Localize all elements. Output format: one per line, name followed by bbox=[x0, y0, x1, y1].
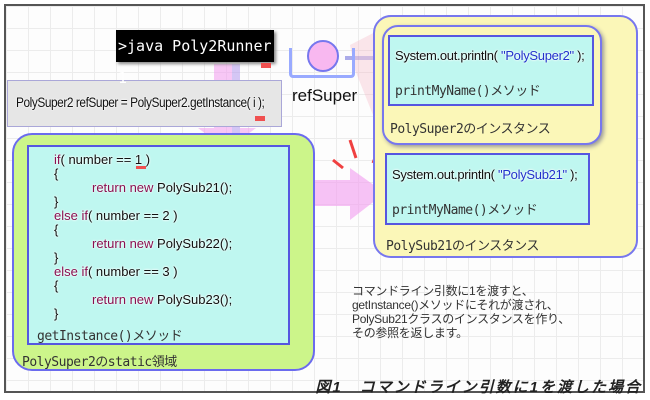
super-print-method-box: System.out.println( "PolySuper2" ); prin… bbox=[388, 35, 594, 106]
command-text: >java Poly2Runner 1 bbox=[118, 37, 272, 87]
code-line: return new PolySub22(); bbox=[92, 236, 233, 251]
code-line: } bbox=[54, 194, 59, 209]
code-line: else if( number == 2 ) bbox=[54, 208, 178, 223]
code-line: { bbox=[54, 222, 59, 237]
code-line: } bbox=[54, 250, 59, 265]
sub-print-method-box: System.out.println( "PolySub21" ); print… bbox=[385, 153, 590, 225]
method-label: getInstance()メソッド bbox=[37, 329, 183, 344]
highlight-marker bbox=[136, 166, 146, 169]
highlight-marker bbox=[255, 116, 265, 121]
code-line: return new PolySub21(); bbox=[92, 180, 233, 195]
call-statement-box: PolySuper2 refSuper = PolySuper2.getInst… bbox=[7, 80, 282, 127]
description: コマンドライン引数に1を渡すと、 getInstance()メソッドにそれが渡さ… bbox=[352, 284, 570, 340]
super-print-statement: System.out.println( "PolySuper2" ); bbox=[395, 48, 585, 63]
super-instance-label: PolySuper2のインスタンス bbox=[390, 122, 551, 137]
sub-instance-label: PolySub21のインスタンス bbox=[386, 239, 539, 254]
variable-label: refSuper bbox=[292, 86, 358, 105]
code-line: { bbox=[54, 278, 59, 293]
sub-method-label: printMyName()メソッド bbox=[392, 203, 538, 218]
getinstance-method-box bbox=[27, 145, 290, 345]
sub-print-statement: System.out.println( "PolySub21" ); bbox=[392, 167, 578, 182]
code-line: if( number == 1 ) bbox=[54, 152, 151, 167]
call-statement: PolySuper2 refSuper = PolySuper2.getInst… bbox=[16, 95, 265, 110]
static-area-label: PolySuper2のstatic領域 bbox=[22, 355, 177, 370]
variable-icon bbox=[289, 40, 355, 80]
code-line: else if( number == 3 ) bbox=[54, 264, 178, 279]
code-line: } bbox=[54, 306, 59, 321]
highlight-marker bbox=[261, 63, 271, 68]
code-line: { bbox=[54, 166, 59, 181]
terminal-command: >java Poly2Runner 1 bbox=[116, 30, 274, 87]
code-line: return new PolySub23(); bbox=[92, 292, 233, 307]
super-method-label: printMyName()メソッド bbox=[395, 84, 541, 99]
figure-caption: 図1 コマンドライン引数に1を渡した場合 bbox=[315, 379, 642, 396]
